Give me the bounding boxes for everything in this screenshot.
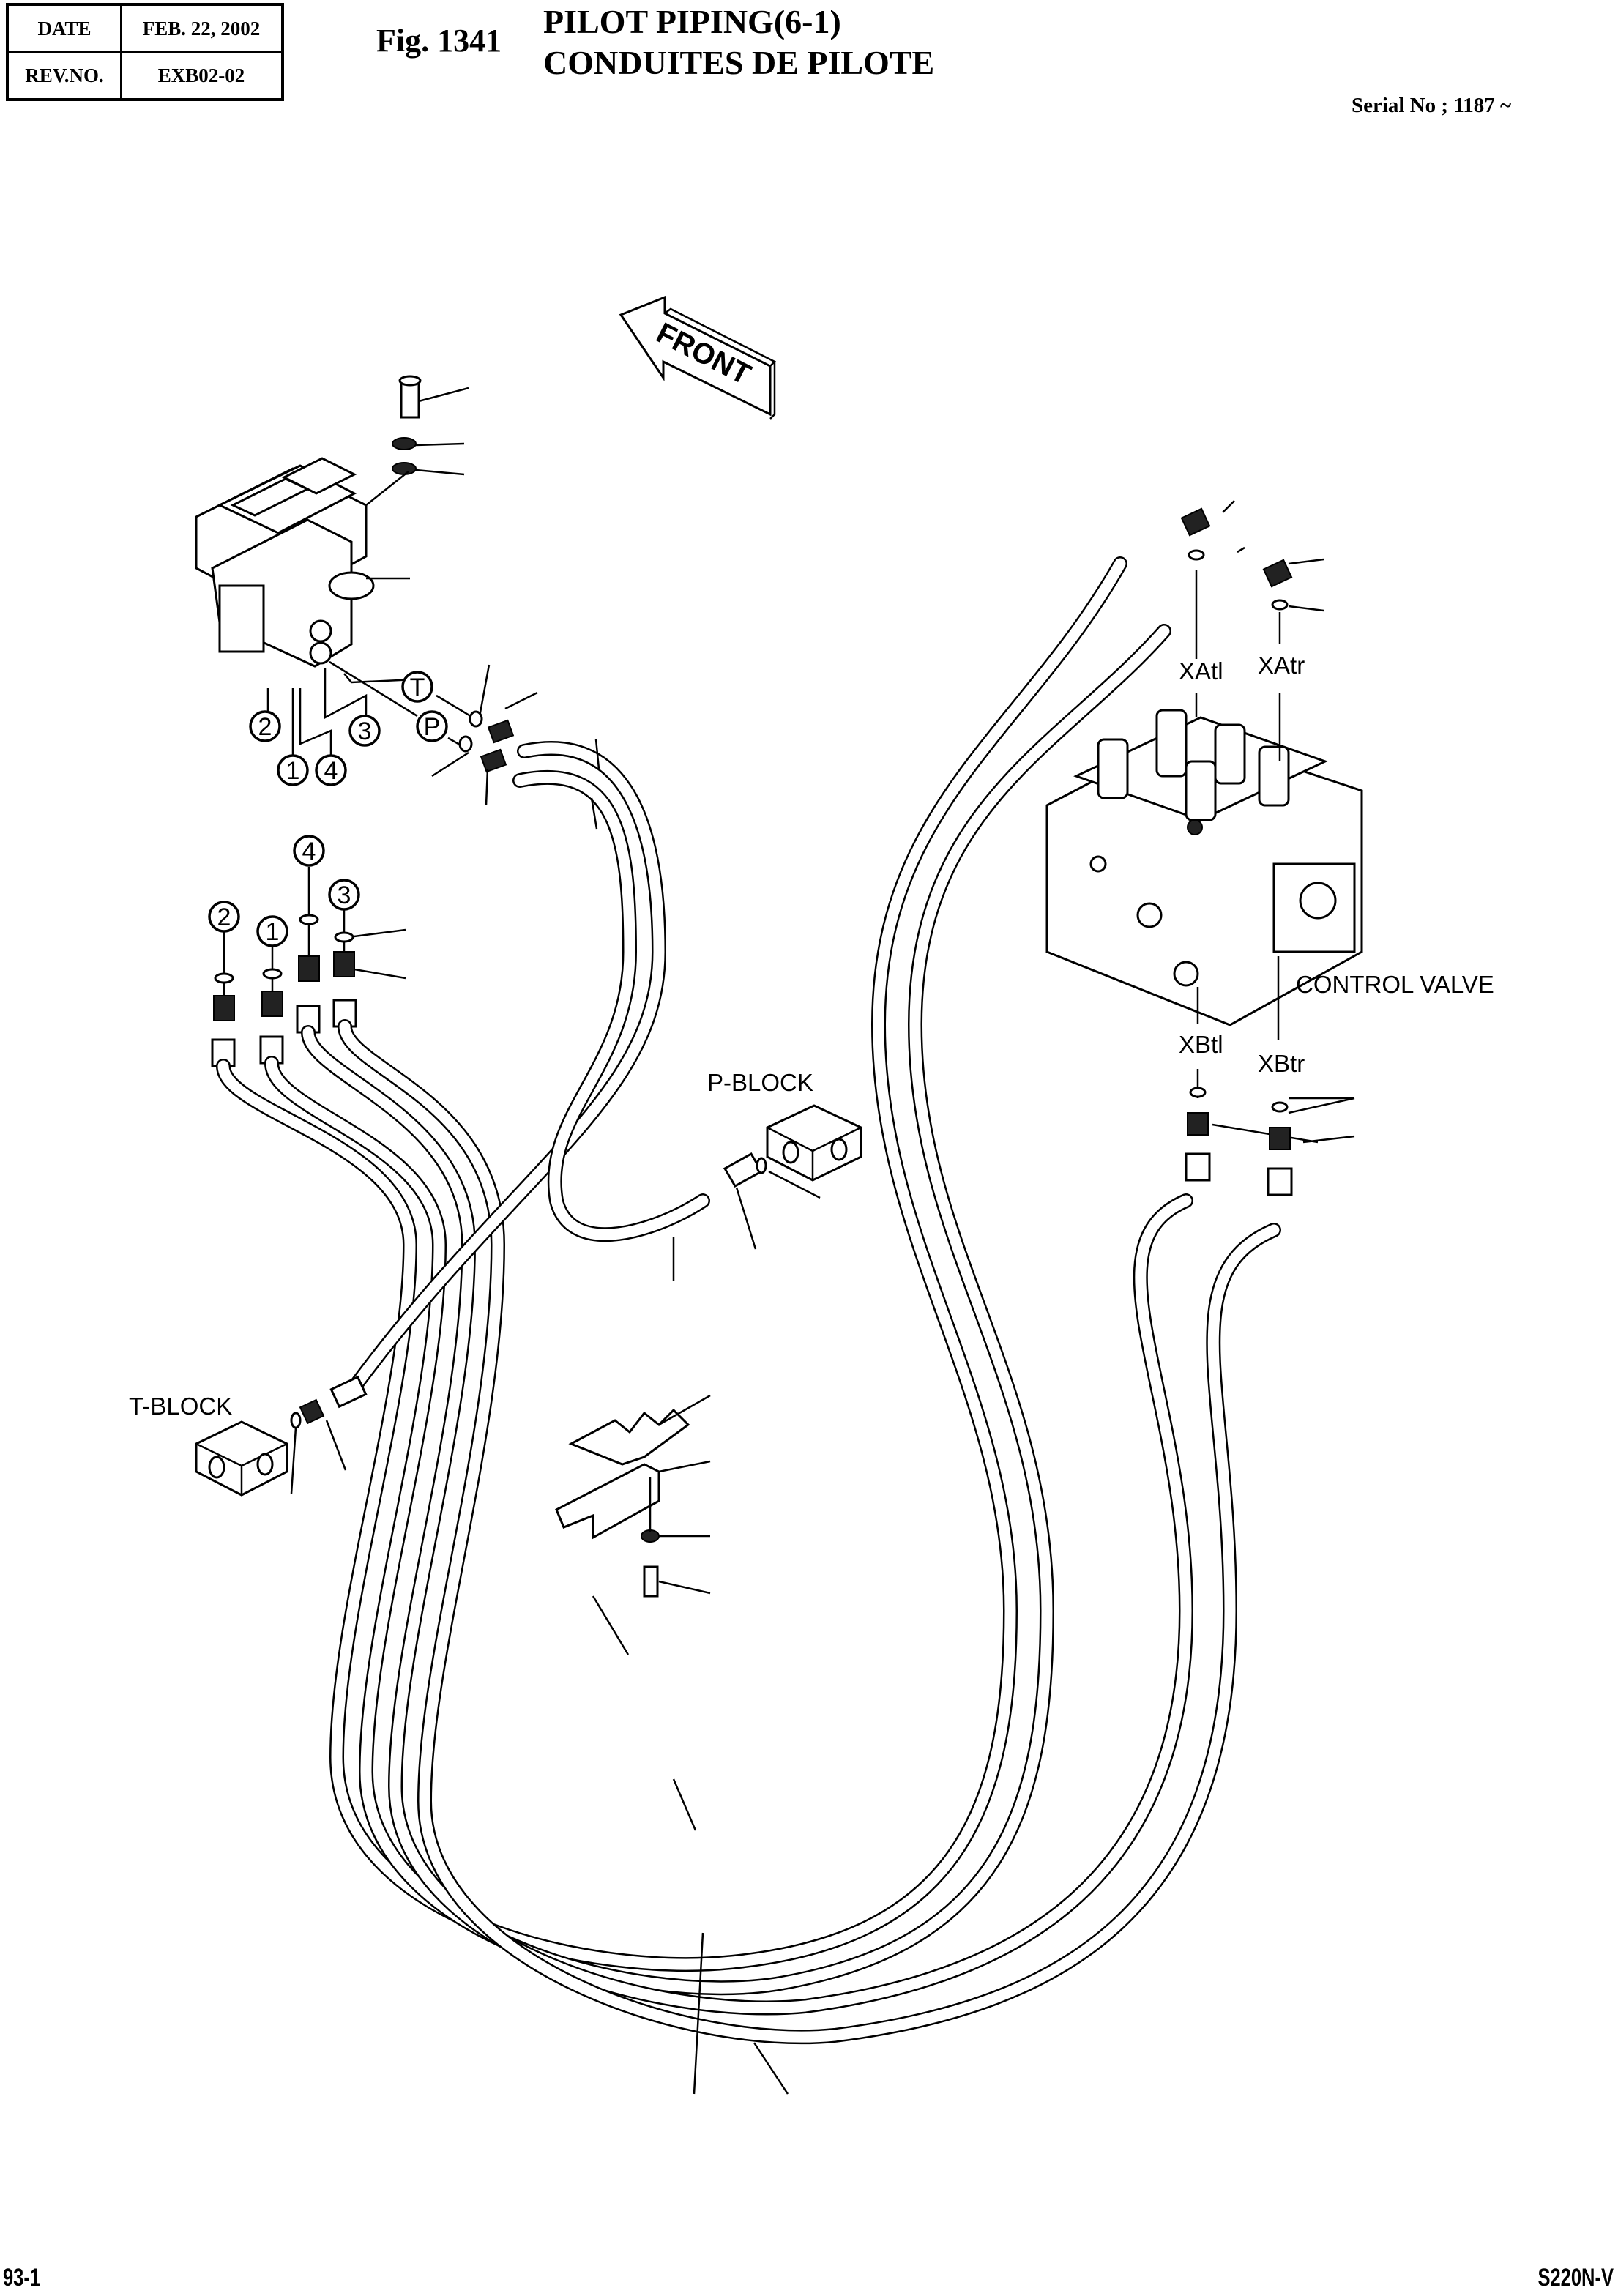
fitting-callouts: 2 1 4 3 (208, 835, 360, 947)
revision-info-table: DATE FEB. 22, 2002 REV.NO. EXB02-02 (6, 3, 284, 101)
callout-port-1: 1 (277, 754, 309, 786)
o-ring-icon (1189, 1086, 1207, 1098)
callout-port-P: P (416, 710, 448, 742)
svg-text:1: 1 (266, 918, 280, 946)
figure-title: PILOT PIPING(6-1) CONDUITES DE PILOTE (543, 1, 934, 83)
washer-icon (392, 462, 417, 475)
svg-text:T: T (410, 674, 425, 701)
fitting-icon (261, 991, 283, 1017)
bolt-icon (643, 1565, 659, 1598)
fitting-icon (1269, 1127, 1291, 1150)
callout-fitting-1: 1 (256, 915, 288, 947)
p-block (723, 1104, 862, 1250)
control-valve (1045, 709, 1363, 1026)
o-ring-icon (262, 968, 283, 980)
port-label-xatr: XAtr (1258, 652, 1305, 679)
svg-text:3: 3 (338, 881, 351, 909)
svg-text:4: 4 (324, 757, 338, 785)
serial-number: Serial No ; 1187 ~ (1352, 94, 1512, 117)
revision-value: EXB02-02 (120, 51, 283, 100)
o-ring-icon (214, 972, 234, 984)
title-french: CONDUITES DE PILOTE (543, 44, 935, 81)
washer-icon (392, 437, 417, 450)
fitting-icon (213, 995, 235, 1021)
svg-text:P: P (424, 713, 441, 741)
svg-text:1: 1 (286, 757, 300, 785)
callout-fitting-3: 3 (328, 879, 360, 911)
o-ring-icon (299, 914, 319, 925)
control-valve-label: CONTROL VALVE (1296, 971, 1494, 998)
fitting-icon (1187, 1112, 1209, 1136)
front-arrow-icon: FRONT (619, 295, 777, 420)
revision-label: REV.NO. (7, 51, 122, 100)
date-label: DATE (7, 4, 122, 53)
callout-port-3: 3 (348, 715, 381, 747)
tee-fitting-icon (723, 1152, 764, 1188)
fitting-icon (299, 1398, 325, 1425)
callout-fitting-4: 4 (293, 835, 325, 867)
callout-port-2: 2 (249, 710, 281, 742)
o-ring-icon (1271, 1101, 1289, 1113)
model-number: S220N-V (1537, 2264, 1614, 2292)
washer-icon (641, 1529, 660, 1543)
pilot-hoses (216, 556, 1281, 2045)
title-english: PILOT PIPING(6-1) (543, 3, 841, 40)
date-value: FEB. 22, 2002 (120, 4, 283, 53)
callout-fitting-2: 2 (208, 901, 240, 933)
fitting-icon (333, 951, 355, 977)
elbow-fitting-icon (1262, 559, 1293, 588)
svg-text:3: 3 (358, 718, 372, 745)
svg-text:4: 4 (302, 838, 316, 865)
elbow-fitting-icon (1180, 507, 1211, 537)
control-valve-fittings (1180, 507, 1293, 1196)
port-label-xbtl: XBtl (1179, 1031, 1223, 1058)
t-block-label: T-BLOCK (129, 1393, 233, 1420)
fitting-icon (298, 955, 320, 982)
callout-port-4: 4 (315, 754, 347, 786)
t-block (195, 1375, 368, 1496)
o-ring-icon (334, 931, 354, 943)
port-label-xatl: XAtl (1179, 657, 1223, 685)
figure-number: Fig. 1341 (376, 23, 502, 59)
port-label-xbtr: XBtr (1258, 1050, 1305, 1077)
o-ring-icon (1188, 549, 1205, 561)
svg-text:2: 2 (217, 903, 231, 931)
revision-row: REV.NO. EXB02-02 (7, 51, 283, 100)
date-row: DATE FEB. 22, 2002 (7, 4, 283, 53)
p-block-label: P-BLOCK (707, 1069, 813, 1096)
bolt-icon (400, 379, 420, 419)
pilot-valve-callouts: 2 1 4 3 T P (249, 671, 448, 786)
hose-clamp-bracket (555, 1394, 711, 1598)
pilot-valve-assembly (195, 375, 469, 668)
o-ring-icon (458, 735, 473, 753)
fitting-icon (480, 748, 507, 773)
o-ring-icon (469, 710, 483, 728)
svg-text:2: 2 (258, 713, 272, 741)
o-ring-icon (1271, 599, 1289, 611)
fittings-group (211, 914, 357, 1067)
page-number: 93-1 (3, 2264, 41, 2292)
callout-port-T: T (401, 671, 433, 703)
fitting-icon (487, 719, 515, 744)
